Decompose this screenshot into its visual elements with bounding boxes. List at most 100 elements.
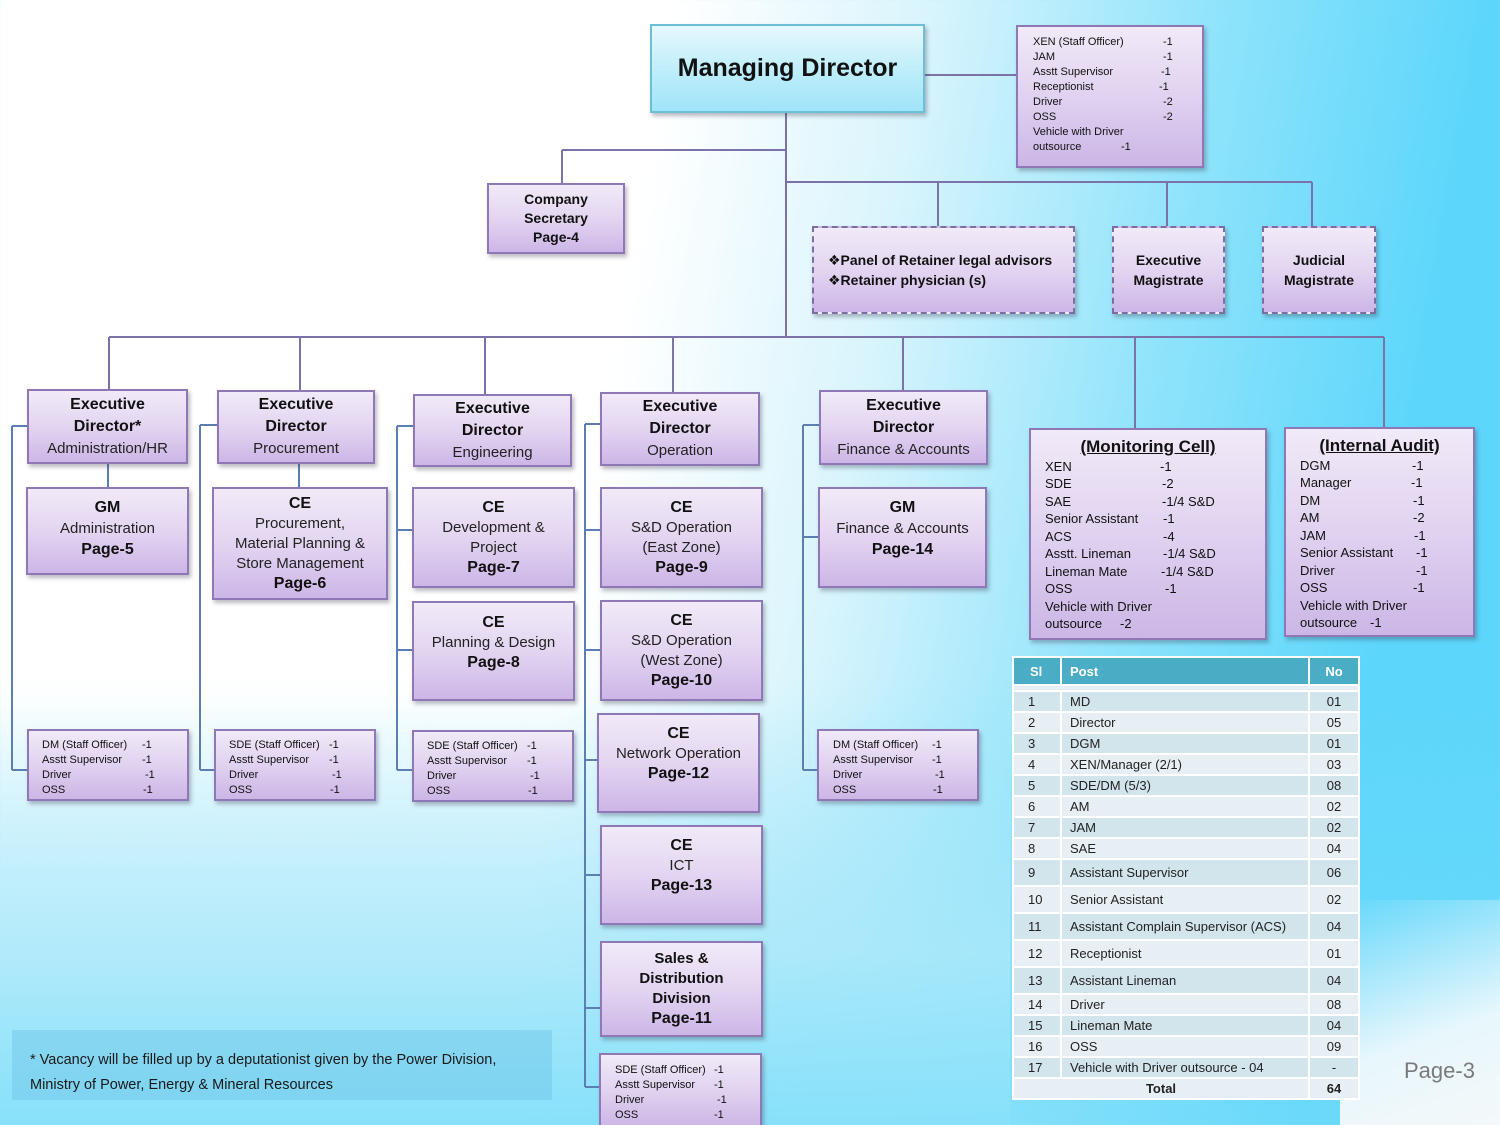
monitoring-cell-item: Vehicle with Driver bbox=[1045, 598, 1152, 614]
unit-desc: S&D Operation bbox=[631, 631, 732, 649]
staff-item: Asstt Supervisor-1 bbox=[42, 754, 152, 766]
judicial-magistrate-line1: Judicial bbox=[1292, 252, 1346, 268]
ed-title-line2: Director bbox=[265, 418, 327, 435]
background-gradient-corner bbox=[1340, 900, 1500, 1125]
ed-procurement-box[interactable]: Executive Director Procurement bbox=[217, 390, 375, 464]
internal-audit-item: Vehicle with Driver bbox=[1300, 597, 1407, 613]
unit-desc: (West Zone) bbox=[640, 651, 723, 669]
unit-desc: Division bbox=[652, 990, 711, 1007]
gm-administration-box[interactable]: GM Administration Page-5 bbox=[26, 487, 189, 575]
ed-title-line1: Executive bbox=[866, 396, 941, 414]
sales-distribution-box[interactable]: Sales & Distribution Division Page-11 bbox=[600, 941, 763, 1037]
unit-desc: Store Management bbox=[236, 554, 364, 572]
footnote-line1: * Vacancy will be filled up by a deputat… bbox=[30, 1052, 497, 1068]
header-sl: Sl bbox=[1014, 658, 1060, 684]
ed-title-line2: Director bbox=[461, 421, 524, 439]
gm-finance-box[interactable]: GM Finance & Accounts Page-14 bbox=[818, 487, 987, 588]
staff-item: OSS-1 bbox=[615, 1109, 724, 1121]
unit-desc: Material Planning & bbox=[234, 534, 366, 552]
ed-finance-staff-box: DM (Staff Officer)-1 Asstt Supervisor-1 … bbox=[817, 729, 979, 801]
staff-item: OSS-1 bbox=[229, 784, 340, 796]
ed-admin-hr-box[interactable]: Executive Director* Administration/HR bbox=[27, 389, 188, 464]
monitoring-cell-item: ACS-4 bbox=[1045, 528, 1175, 544]
ed-dept: Procurement bbox=[253, 440, 339, 457]
managing-director-box[interactable]: Managing Director bbox=[650, 24, 925, 113]
unit-page: Page-10 bbox=[650, 671, 713, 689]
staff-item: SDE (Staff Officer)-1 bbox=[427, 740, 537, 752]
unit-desc: ICT bbox=[669, 857, 694, 874]
ed-engineering-box[interactable]: Executive Director Engineering bbox=[413, 394, 572, 467]
unit-title: CE bbox=[670, 611, 693, 629]
ed-dept: Engineering bbox=[452, 443, 533, 461]
monitoring-cell-item: Senior Assistant-1 bbox=[1045, 511, 1175, 526]
unit-page: Page-7 bbox=[467, 558, 520, 576]
internal-audit-item: DM-1 bbox=[1300, 492, 1425, 508]
executive-magistrate-line2: Magistrate bbox=[1133, 272, 1204, 288]
footnote-line2: Ministry of Power, Energy & Mineral Reso… bbox=[30, 1077, 333, 1093]
ce-procurement-box[interactable]: CE Procurement, Material Planning & Stor… bbox=[212, 487, 388, 600]
unit-page: Page-9 bbox=[655, 558, 708, 576]
internal-audit-item: AM-2 bbox=[1300, 510, 1425, 525]
md-staff-item: Driver-2 bbox=[1033, 96, 1173, 108]
executive-magistrate-box[interactable]: Executive Magistrate bbox=[1112, 226, 1225, 314]
unit-title: GM bbox=[889, 499, 916, 516]
unit-desc: Distribution bbox=[639, 970, 724, 987]
md-staff-item: JAM-1 bbox=[1033, 51, 1173, 63]
monitoring-cell-item: SAE-1/4 S&D bbox=[1045, 493, 1215, 509]
ed-dept: Administration/HR bbox=[47, 439, 168, 457]
ed-procurement-staff-box: SDE (Staff Officer)-1 Asstt Supervisor-1… bbox=[214, 729, 376, 801]
ce-network-operation-box[interactable]: CE Network Operation Page-12 bbox=[597, 713, 760, 813]
table-spacer bbox=[1014, 686, 1358, 690]
internal-audit-item: JAM-1 bbox=[1300, 527, 1426, 543]
ce-sd-west-box[interactable]: CE S&D Operation (West Zone) Page-10 bbox=[600, 600, 763, 701]
internal-audit-box: (Internal Audit) DGM-1 Manager-1 DM-1 AM… bbox=[1284, 427, 1475, 637]
ce-development-project-box[interactable]: CE Development & Project Page-7 bbox=[412, 487, 575, 588]
unit-page: Page-5 bbox=[81, 541, 134, 558]
ed-operation-box[interactable]: Executive Director Operation bbox=[600, 392, 760, 466]
ed-dept: Operation bbox=[647, 442, 713, 459]
monitoring-cell-box: (Monitoring Cell) XEN-1 SDE-2 SAE-1/4 S&… bbox=[1029, 428, 1267, 640]
ed-title-line2: Director bbox=[872, 418, 935, 436]
md-staff-item: XEN (Staff Officer)-1 bbox=[1033, 36, 1173, 48]
unit-title: CE bbox=[482, 614, 505, 631]
unit-desc: S&D Operation bbox=[631, 518, 732, 536]
table-header-row: Sl Post No bbox=[1014, 658, 1358, 684]
unit-desc: Project bbox=[470, 538, 517, 556]
company-secretary-box[interactable]: Company Secretary Page-4 bbox=[487, 183, 625, 254]
ce-planning-design-box[interactable]: CE Planning & Design Page-8 bbox=[412, 601, 575, 701]
table-total-row: Total 64 bbox=[1014, 1079, 1358, 1098]
retainer-advisors-box[interactable]: ❖Panel of Retainer legal advisors ❖Retai… bbox=[812, 226, 1075, 314]
judicial-magistrate-box[interactable]: Judicial Magistrate bbox=[1262, 226, 1376, 314]
unit-page: Page-6 bbox=[273, 574, 327, 592]
staff-item: DM (Staff Officer)-1 bbox=[833, 739, 942, 751]
ed-title-line1: Executive bbox=[70, 395, 145, 413]
company-secretary-line1: Company bbox=[524, 191, 588, 207]
unit-title: Sales & bbox=[654, 950, 709, 967]
internal-audit-item: Driver-1 bbox=[1300, 562, 1428, 578]
staff-item: OSS-1 bbox=[833, 784, 943, 796]
unit-desc: Procurement, bbox=[254, 514, 346, 532]
unit-desc: Development & bbox=[442, 518, 545, 536]
ce-sd-east-box[interactable]: CE S&D Operation (East Zone) Page-9 bbox=[600, 487, 763, 588]
ed-title-line1: Executive bbox=[258, 396, 334, 413]
internal-audit-item: Senior Assistant-1 bbox=[1300, 545, 1428, 560]
staff-item: OSS-1 bbox=[427, 785, 538, 797]
md-staff-item: Asstt Supervisor-1 bbox=[1033, 66, 1171, 78]
unit-title: CE bbox=[288, 494, 312, 512]
md-staff-item: Vehicle with Driver bbox=[1033, 126, 1124, 138]
ed-finance-box[interactable]: Executive Director Finance & Accounts bbox=[819, 390, 988, 465]
unit-page: Page-11 bbox=[651, 1010, 712, 1027]
staff-item: Driver-1 bbox=[42, 769, 155, 781]
ce-ict-box[interactable]: CE ICT Page-13 bbox=[600, 825, 763, 925]
